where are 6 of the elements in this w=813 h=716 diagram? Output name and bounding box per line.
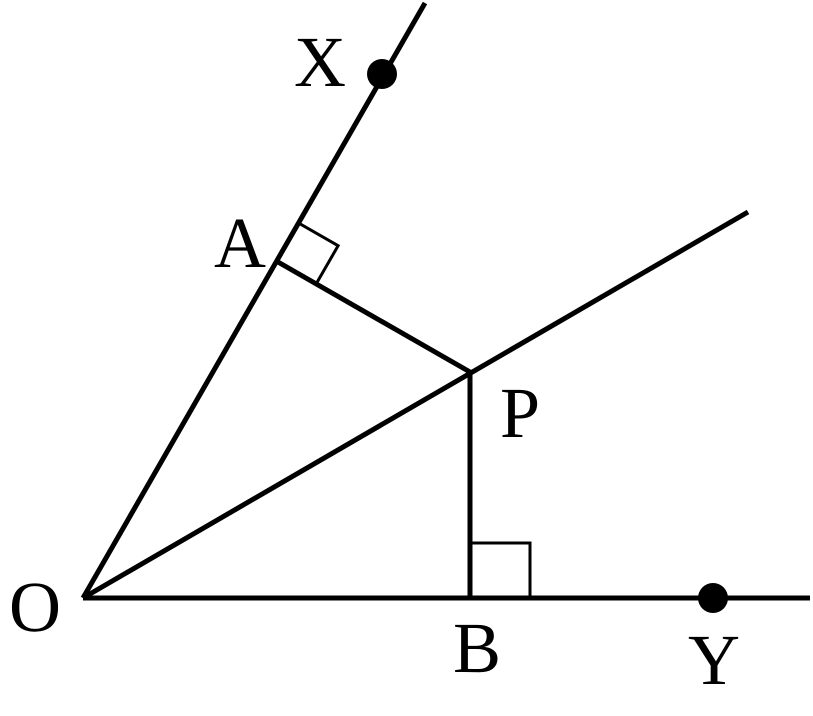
- point-label: B: [452, 612, 502, 684]
- point-label: O: [9, 571, 61, 643]
- point-label: X: [294, 26, 346, 98]
- point-label: Y: [688, 624, 740, 696]
- point-label: A: [214, 207, 266, 279]
- point-label: P: [500, 377, 540, 449]
